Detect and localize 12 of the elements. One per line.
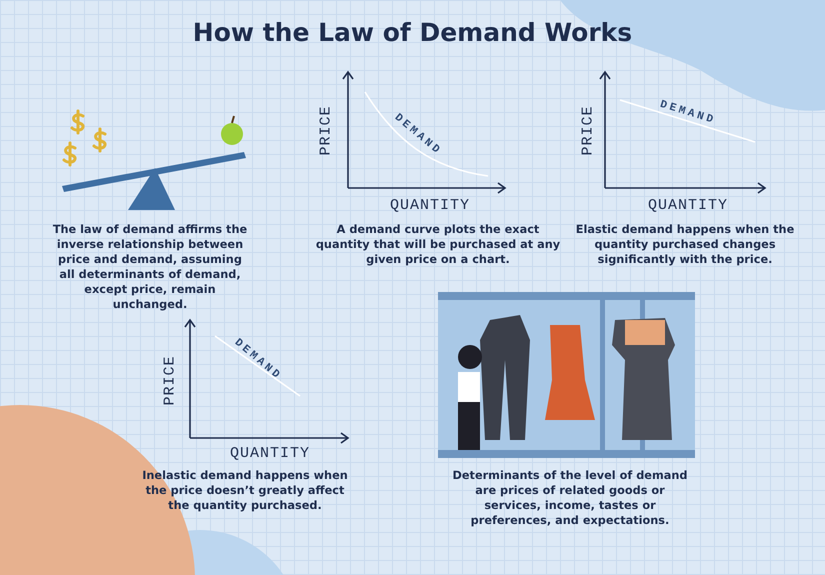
title: How the Law of Demand Works (192, 18, 634, 47)
axis-label: PRICE (580, 105, 596, 155)
axis-label: PRICE (318, 105, 334, 155)
axis-label: QUANTITY (230, 444, 310, 462)
caption: A demand curve plots the exact quantity that will be purchased at any given price on a chart. (314, 222, 562, 267)
caption: Elastic demand happens when the quantity purchased changes significantly with the price. (575, 222, 795, 267)
caption: The law of demand affirms the inverse relationship between price and demand, assuming all determinants of demand, except price, remain unchanged. (52, 222, 248, 312)
axis-label: PRICE (162, 355, 178, 405)
caption: Inelastic demand happens when the price doesn’t greatly affect the quantity purchased. (141, 468, 349, 513)
caption: Determinants of the level of demand are prices of related goods or services, income, tastes or preferences, and expectations. (452, 468, 688, 528)
axis-label: QUANTITY (390, 196, 470, 214)
axis-label: QUANTITY (648, 196, 728, 214)
